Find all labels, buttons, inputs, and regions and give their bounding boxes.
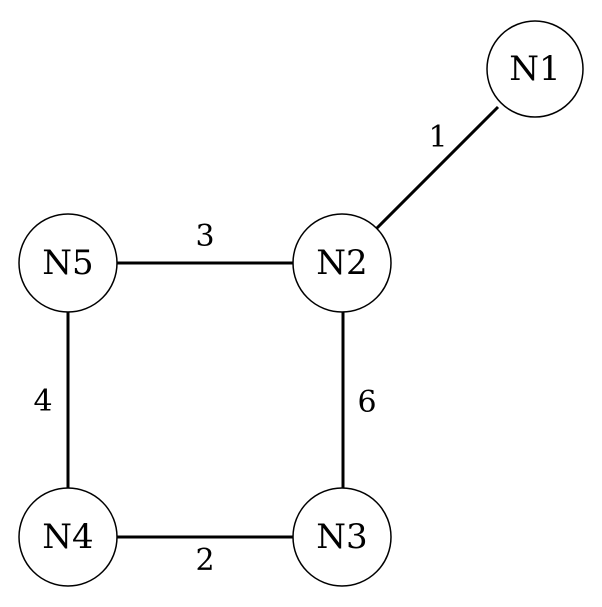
edge-weight-n5-n4: 4 [33,384,52,419]
node-n2: N2 [292,213,392,313]
edge-weight-n5-n2: 3 [195,219,214,254]
node-n2-label: N2 [316,243,367,283]
edge-n1-n2 [374,105,500,231]
node-n3-circle [292,487,392,587]
edge-weight-n4-n3: 2 [195,543,214,578]
edges [66,105,500,539]
node-n5-circle [18,213,118,313]
node-n1: N1 [486,20,584,118]
edge-weight-n1-n2: 1 [428,120,447,155]
node-n3: N3 [292,487,392,587]
node-n4-label: N4 [42,517,93,557]
node-n2-circle [292,213,392,313]
node-n4: N4 [18,487,118,587]
edge-weight-n2-n3: 6 [357,385,376,420]
node-n5: N5 [18,213,118,313]
node-n1-circle [486,20,584,118]
node-n4-circle [18,487,118,587]
node-n5-label: N5 [42,243,93,283]
node-n3-label: N3 [316,517,367,557]
node-n1-label: N1 [509,49,560,89]
edge-labels: 1 3 6 4 2 [33,120,447,578]
